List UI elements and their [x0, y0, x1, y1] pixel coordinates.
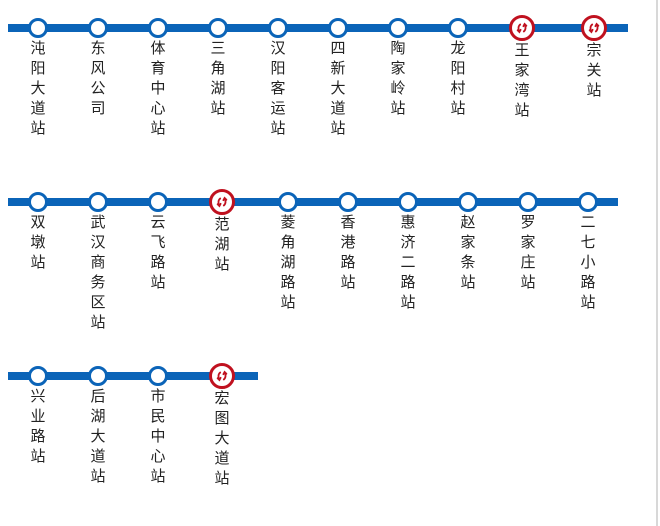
right-border-divider [656, 0, 658, 526]
station-marker-icon[interactable] [88, 192, 108, 212]
station-name: 体育中心站 [150, 39, 166, 137]
station-name: 三角湖站 [210, 39, 226, 117]
station-name: 惠济二路站 [400, 213, 416, 311]
station-name: 赵家条站 [460, 213, 476, 291]
transfer-station-marker[interactable] [509, 15, 535, 41]
station-name: 云飞路站 [150, 213, 166, 291]
station-name: 宗关站 [586, 41, 602, 99]
station-marker-icon[interactable] [28, 366, 48, 386]
station-name: 宏图大道站 [214, 389, 230, 487]
station-name: 东风公司 [90, 39, 106, 117]
station-name: 武汉商务区站 [90, 213, 106, 331]
station-marker-icon[interactable] [148, 18, 168, 38]
station-name: 四新大道站 [330, 39, 346, 137]
transfer-arrows-icon [216, 370, 228, 382]
station-name: 沌阳大道站 [30, 39, 46, 137]
transfer-arrows-icon [216, 196, 228, 208]
station-marker-icon[interactable] [28, 18, 48, 38]
station-marker-icon[interactable] [518, 192, 538, 212]
line-track [8, 372, 258, 380]
station-marker-icon[interactable] [388, 18, 408, 38]
transfer-station-marker[interactable] [209, 363, 235, 389]
line-track [8, 198, 618, 206]
transfer-station-marker[interactable] [581, 15, 607, 41]
station-marker-icon[interactable] [268, 18, 288, 38]
station-marker-icon[interactable] [328, 18, 348, 38]
station-name: 汉阳客运站 [270, 39, 286, 137]
station-name: 范湖站 [214, 215, 230, 273]
station-name: 兴业路站 [30, 387, 46, 465]
station-marker-icon[interactable] [28, 192, 48, 212]
station-name: 双墩站 [30, 213, 46, 271]
station-marker-icon[interactable] [578, 192, 598, 212]
station-name: 王家湾站 [514, 41, 530, 119]
transfer-station-marker[interactable] [209, 189, 235, 215]
station-marker-icon[interactable] [88, 366, 108, 386]
station-name: 陶家岭站 [390, 39, 406, 117]
station-marker-icon[interactable] [398, 192, 418, 212]
station-name: 市民中心站 [150, 387, 166, 485]
station-marker-icon[interactable] [338, 192, 358, 212]
station-marker-icon[interactable] [148, 192, 168, 212]
station-marker-icon[interactable] [148, 366, 168, 386]
line-track [8, 24, 628, 32]
station-name: 罗家庄站 [520, 213, 536, 291]
station-name: 二七小路站 [580, 213, 596, 311]
station-name: 菱角湖路站 [280, 213, 296, 311]
station-marker-icon[interactable] [208, 18, 228, 38]
station-name: 香港路站 [340, 213, 356, 291]
station-name: 后湖大道站 [90, 387, 106, 485]
station-name: 龙阳村站 [450, 39, 466, 117]
transfer-arrows-icon [516, 22, 528, 34]
transfer-arrows-icon [588, 22, 600, 34]
station-marker-icon[interactable] [448, 18, 468, 38]
station-marker-icon[interactable] [88, 18, 108, 38]
station-marker-icon[interactable] [458, 192, 478, 212]
station-marker-icon[interactable] [278, 192, 298, 212]
